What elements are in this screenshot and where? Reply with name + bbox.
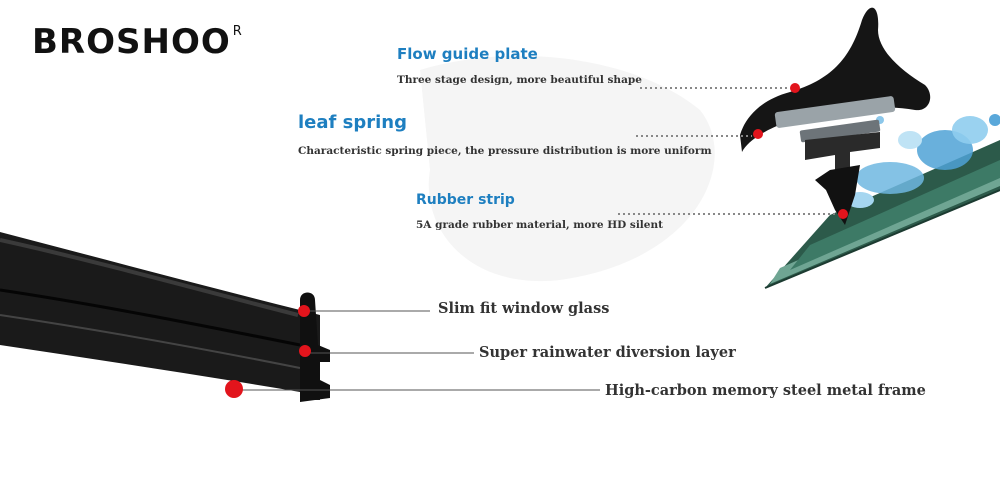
brand-name: BROSHOO — [32, 22, 231, 62]
wiper-cross-section — [740, 7, 931, 225]
feature-title-leaf-spring: leaf spring — [298, 112, 407, 133]
callout-steel-frame: High-carbon memory steel metal frame — [605, 382, 926, 399]
marker-steel-frame — [225, 380, 243, 398]
marker-leaf-spring — [753, 129, 763, 139]
marker-flow-guide — [790, 83, 800, 93]
feature-title-rubber-strip: Rubber strip — [416, 192, 515, 208]
feature-desc-leaf-spring: Characteristic spring piece, the pressur… — [298, 145, 712, 157]
callout-slim-fit: Slim fit window glass — [438, 300, 610, 317]
feature-desc-rubber-strip: 5A grade rubber material, more HD silent — [416, 219, 663, 231]
glass-panel — [764, 140, 1000, 289]
marker-slim-fit — [298, 305, 310, 317]
rubber-strip — [0, 232, 330, 402]
callout-diversion-layer: Super rainwater diversion layer — [479, 344, 736, 361]
feature-title-flow-guide: Flow guide plate — [397, 45, 538, 63]
marker-rubber-strip — [838, 209, 848, 219]
registered-mark: R — [232, 23, 243, 39]
feature-desc-flow-guide: Three stage design, more beautiful shape — [397, 74, 642, 86]
background-shape — [420, 55, 715, 282]
water-splash — [846, 114, 1000, 208]
marker-diversion — [299, 345, 311, 357]
